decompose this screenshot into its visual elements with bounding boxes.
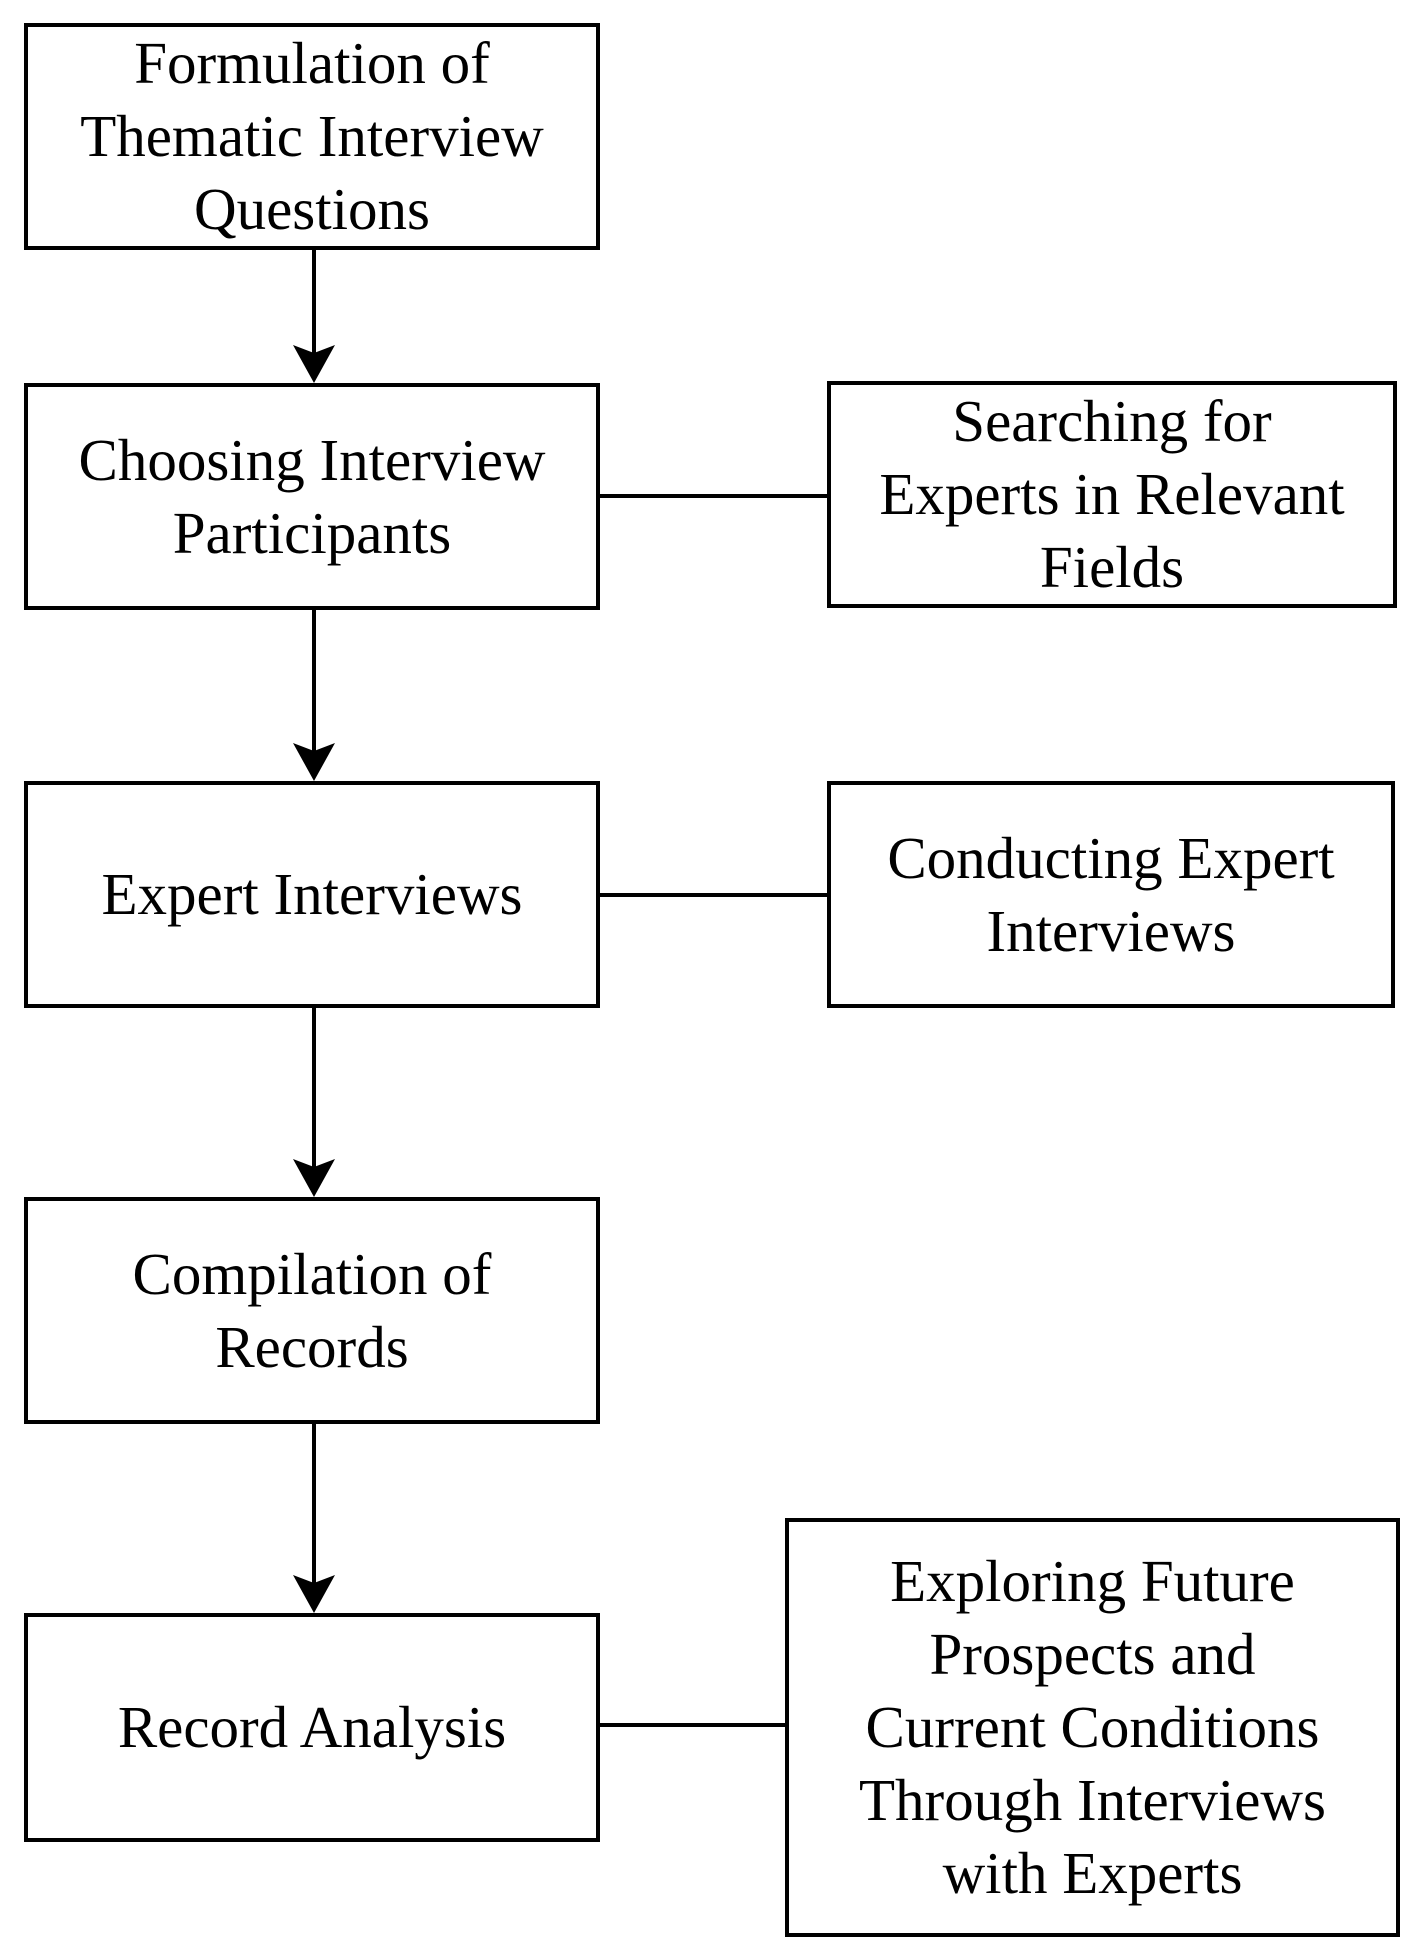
node-label: Searching for Experts in Relevant Fields xyxy=(879,388,1345,600)
node-label: Exploring Future Prospects and Current C… xyxy=(859,1548,1326,1906)
flow-arrow-interviews-to-compilation xyxy=(293,1006,335,1197)
arrowhead-down-icon xyxy=(293,743,335,781)
node-exploring-future-prospects: Exploring Future Prospects and Current C… xyxy=(785,1518,1400,1937)
node-expert-interviews: Expert Interviews xyxy=(24,781,600,1008)
node-searching-for-experts: Searching for Experts in Relevant Fields xyxy=(827,381,1397,608)
node-label: Conducting Expert Interviews xyxy=(887,824,1335,964)
flow-arrow-formulation-to-choosing xyxy=(293,248,335,383)
node-choosing-interview-participants: Choosing Interview Participants xyxy=(24,383,600,610)
node-formulation-of-thematic-interview-questions: Formulation of Thematic Interview Questi… xyxy=(24,23,600,250)
node-label: Record Analysis xyxy=(117,1694,507,1760)
arrowhead-down-icon xyxy=(293,345,335,383)
node-label: Choosing Interview Participants xyxy=(78,426,546,566)
arrowhead-down-icon xyxy=(293,1575,335,1613)
arrowhead-down-icon xyxy=(293,1159,335,1197)
node-compilation-of-records: Compilation of Records xyxy=(24,1197,600,1424)
node-record-analysis: Record Analysis xyxy=(24,1613,600,1842)
node-label: Formulation of Thematic Interview Questi… xyxy=(80,30,544,242)
node-label: Compilation of Records xyxy=(132,1240,492,1380)
node-conducting-expert-interviews: Conducting Expert Interviews xyxy=(827,781,1395,1008)
flow-arrow-choosing-to-interviews xyxy=(293,608,335,781)
flow-arrow-compilation-to-analysis xyxy=(293,1422,335,1613)
node-label: Expert Interviews xyxy=(101,861,523,927)
